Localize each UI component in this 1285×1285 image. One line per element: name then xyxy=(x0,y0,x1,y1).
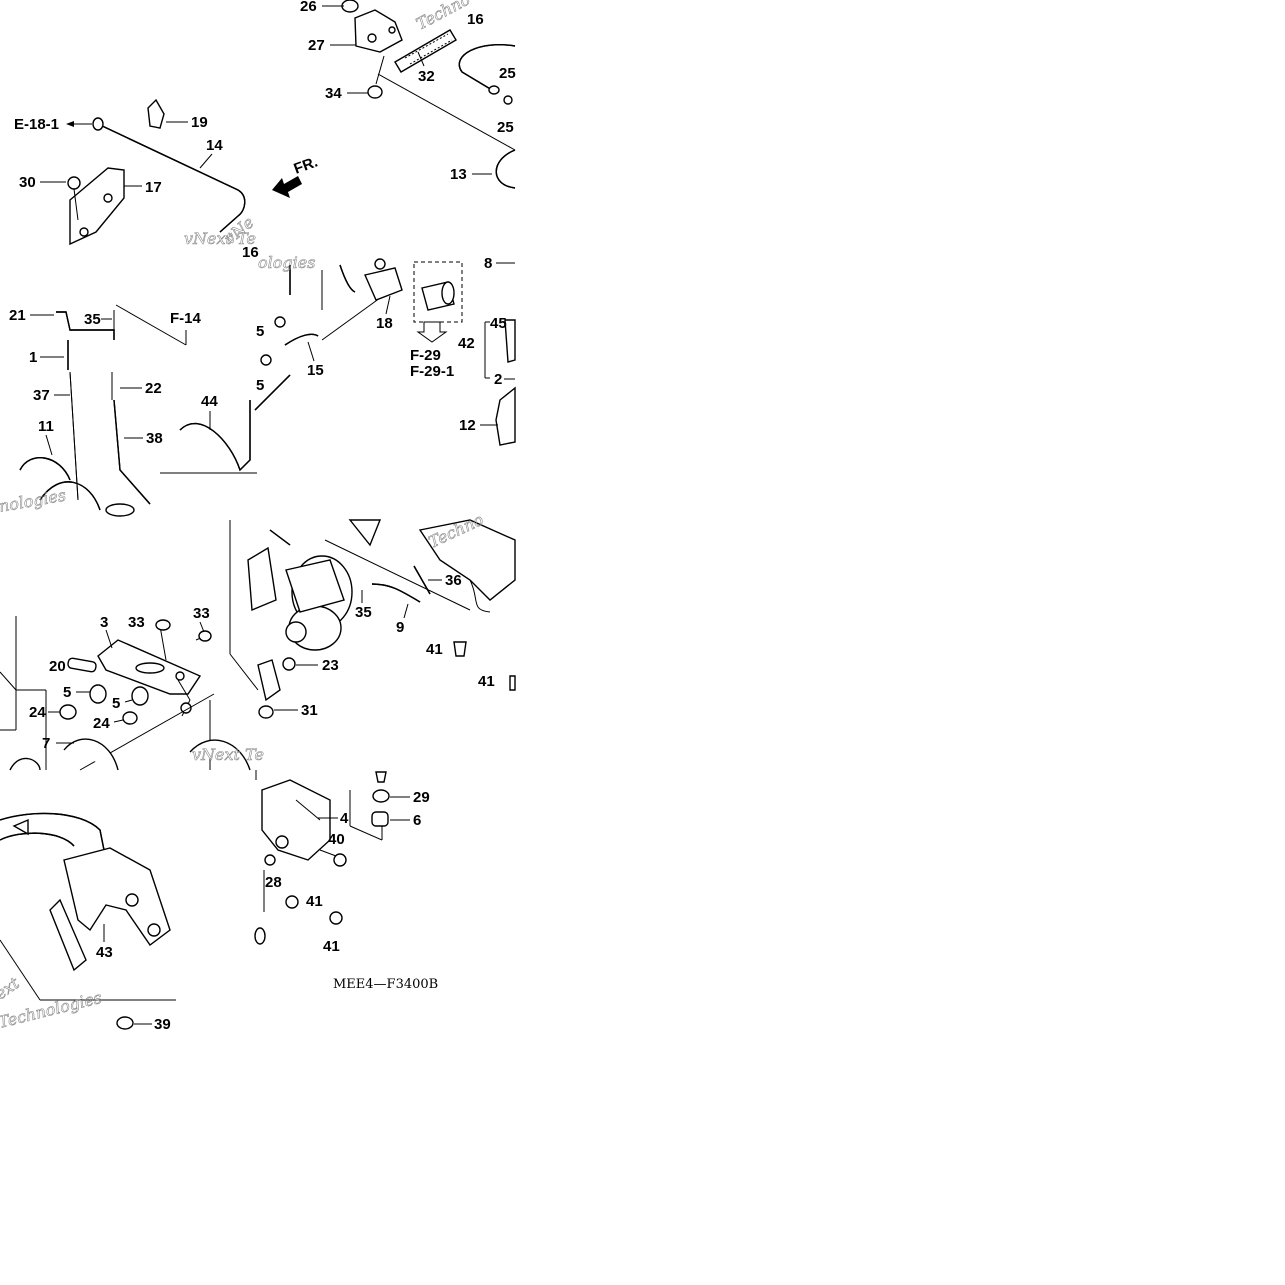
pump-assembly xyxy=(247,546,353,651)
callout: 25 xyxy=(499,65,516,82)
callout: 44 xyxy=(201,393,218,410)
ref-f14: F-14 xyxy=(170,310,202,327)
callout: 24 xyxy=(93,715,110,732)
tile-bottom xyxy=(0,770,390,1030)
callout: 12 xyxy=(459,417,476,434)
callout: 39 xyxy=(154,1016,171,1033)
watermark-fragment: vNext Te xyxy=(184,229,256,248)
callout: 11 xyxy=(38,418,54,435)
callout: 5 xyxy=(256,377,264,394)
canister-box xyxy=(413,261,463,323)
callout: 22 xyxy=(145,380,162,397)
ref-f29-1: F-29-1 xyxy=(410,363,454,380)
callout: 17 xyxy=(145,179,162,196)
callout: 16 xyxy=(467,11,484,28)
reference-labels: E-18-1 F-14 F-29 F-29-1 MEE4—F3400B xyxy=(14,116,454,992)
ref-e18-1: E-18-1 xyxy=(14,116,59,133)
callout: 41 xyxy=(323,938,340,955)
callout: 36 xyxy=(445,572,462,589)
callout: 35 xyxy=(355,604,372,621)
diagram-code: MEE4—F3400B xyxy=(333,977,438,992)
callout: 2 xyxy=(494,371,502,388)
joint-18 xyxy=(364,258,403,301)
callouts-tile-top: 26 27 34 32 16 25 25 13 19 14 30 17 16 xyxy=(19,0,516,261)
callout: 24 xyxy=(29,704,46,721)
callout: 21 xyxy=(9,307,26,324)
callout: 31 xyxy=(301,702,318,719)
callout: 3 xyxy=(100,614,108,631)
callout: 28 xyxy=(265,874,282,891)
callout: 16 xyxy=(242,244,259,261)
callout: 4 xyxy=(340,810,349,827)
callout: 26 xyxy=(300,0,317,15)
callout: 37 xyxy=(33,387,50,404)
hose-14 xyxy=(92,117,246,233)
callout: 41 xyxy=(478,673,495,690)
fuel-filter-tube xyxy=(394,29,457,73)
callout: 23 xyxy=(322,657,339,674)
callout: 45 xyxy=(490,315,507,332)
callout: 33 xyxy=(128,614,145,631)
callouts-tile-bottom: 43 39 4 40 28 41 41 29 6 xyxy=(96,789,430,1033)
watermark-fragment: ologies xyxy=(258,253,315,272)
callout: 18 xyxy=(376,315,393,332)
callout: 32 xyxy=(418,68,435,85)
callout: 1 xyxy=(29,349,37,366)
callout: 42 xyxy=(458,335,475,352)
fuel-valve-assembly xyxy=(341,0,403,99)
hose-16 xyxy=(458,44,516,95)
callout: 5 xyxy=(63,684,71,701)
watermark-fragment: vNext Te xyxy=(192,745,264,764)
callouts-tile-lower: 3 33 33 20 5 5 24 24 7 36 35 9 23 31 41 … xyxy=(29,572,495,752)
clamp-19 xyxy=(147,98,165,129)
callout: 13 xyxy=(450,166,467,183)
callout: 43 xyxy=(96,944,113,961)
callout: 33 xyxy=(193,605,210,622)
callout: 38 xyxy=(146,430,163,447)
callouts-tile-middle: 8 18 15 5 5 45 42 2 12 21 35 1 22 37 38 … xyxy=(9,255,515,456)
callout: 7 xyxy=(42,735,50,752)
cover-4 xyxy=(261,779,331,861)
bracket-43 xyxy=(0,812,171,972)
tile-top: FR. xyxy=(67,0,516,246)
callout: 8 xyxy=(484,255,492,272)
callout: 41 xyxy=(306,893,323,910)
bracket-17 xyxy=(67,167,125,246)
callout: 40 xyxy=(328,831,345,848)
callout: 35 xyxy=(84,311,101,328)
callout: 6 xyxy=(413,812,421,829)
callout: 5 xyxy=(112,695,120,712)
tile-middle xyxy=(19,258,516,517)
callout: 29 xyxy=(413,789,430,806)
callout: 30 xyxy=(19,174,36,191)
callout: 25 xyxy=(497,119,514,136)
callout: 27 xyxy=(308,37,325,54)
callout: 41 xyxy=(426,641,443,658)
callout: 5 xyxy=(256,323,264,340)
callout: 34 xyxy=(325,85,342,102)
ref-f29: F-29 xyxy=(410,347,441,364)
callout: 15 xyxy=(307,362,324,379)
tile-lower xyxy=(0,519,516,771)
hose-13 xyxy=(495,149,516,189)
callout: 9 xyxy=(396,619,404,636)
callout: 14 xyxy=(206,137,223,154)
callout: 20 xyxy=(49,658,66,675)
callout: 19 xyxy=(191,114,208,131)
